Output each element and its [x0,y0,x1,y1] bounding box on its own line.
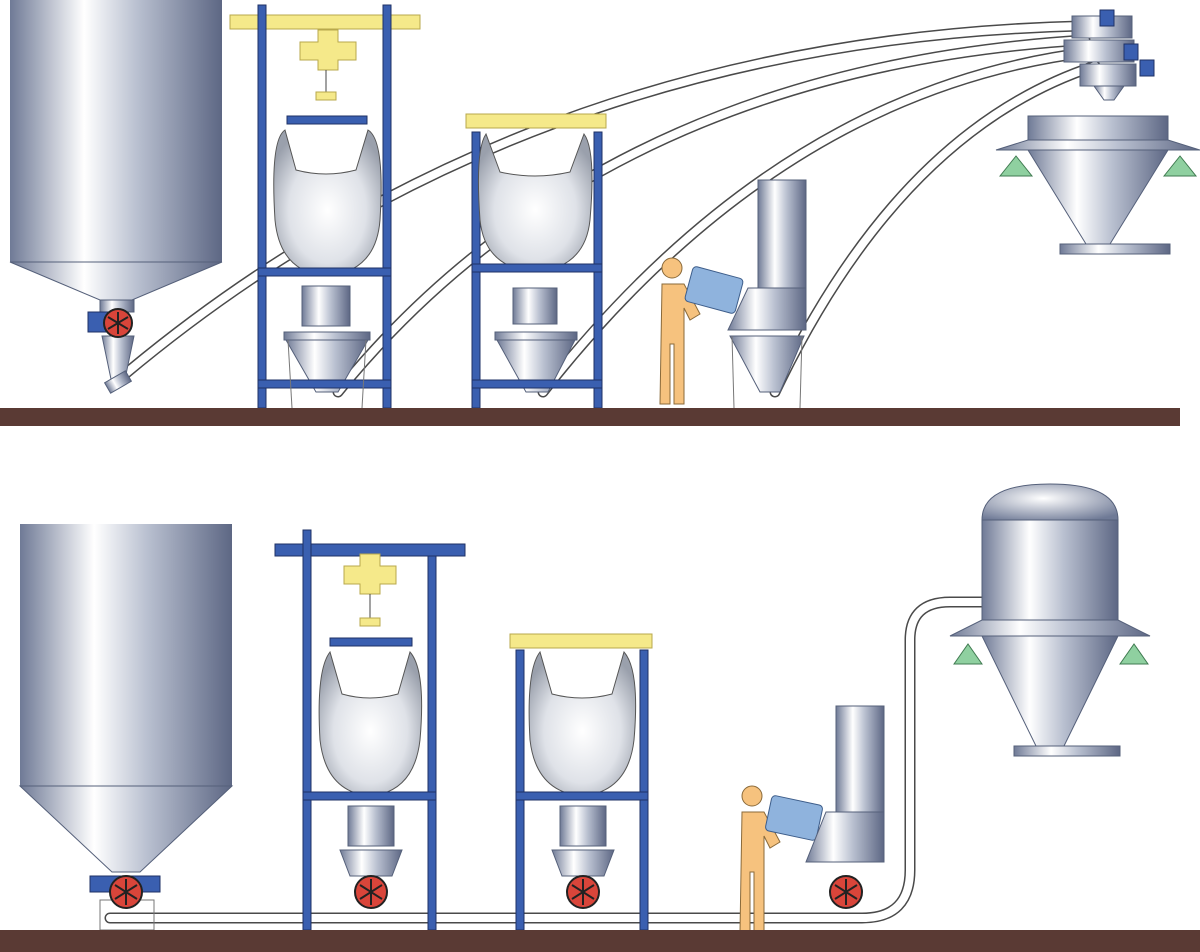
support-triangle-icon [953,643,1149,665]
receiving-hopper [995,9,1200,255]
top-panel [0,0,1200,426]
bulk-bag-discharger [509,633,653,931]
bulk-bag-discharger-hoist [229,4,421,409]
storage-silo [9,0,223,394]
bag-dump-station [805,705,885,909]
rotary-valve-icon [89,875,161,909]
storage-silo [18,524,234,931]
ground-floor [0,930,1200,952]
rotary-valve-icon [87,308,133,338]
operator [739,785,823,933]
operator [659,257,744,405]
bulk-bag-discharger [465,113,607,409]
support-triangle-icon [998,155,1198,177]
bag-dump-station [727,179,807,409]
bulk-bag-discharger-hoist [274,529,466,931]
ground-floor [0,408,1180,426]
receiving-vessel [949,483,1151,757]
pneumatic-conveying-line [104,596,990,924]
bottom-panel [0,483,1200,952]
